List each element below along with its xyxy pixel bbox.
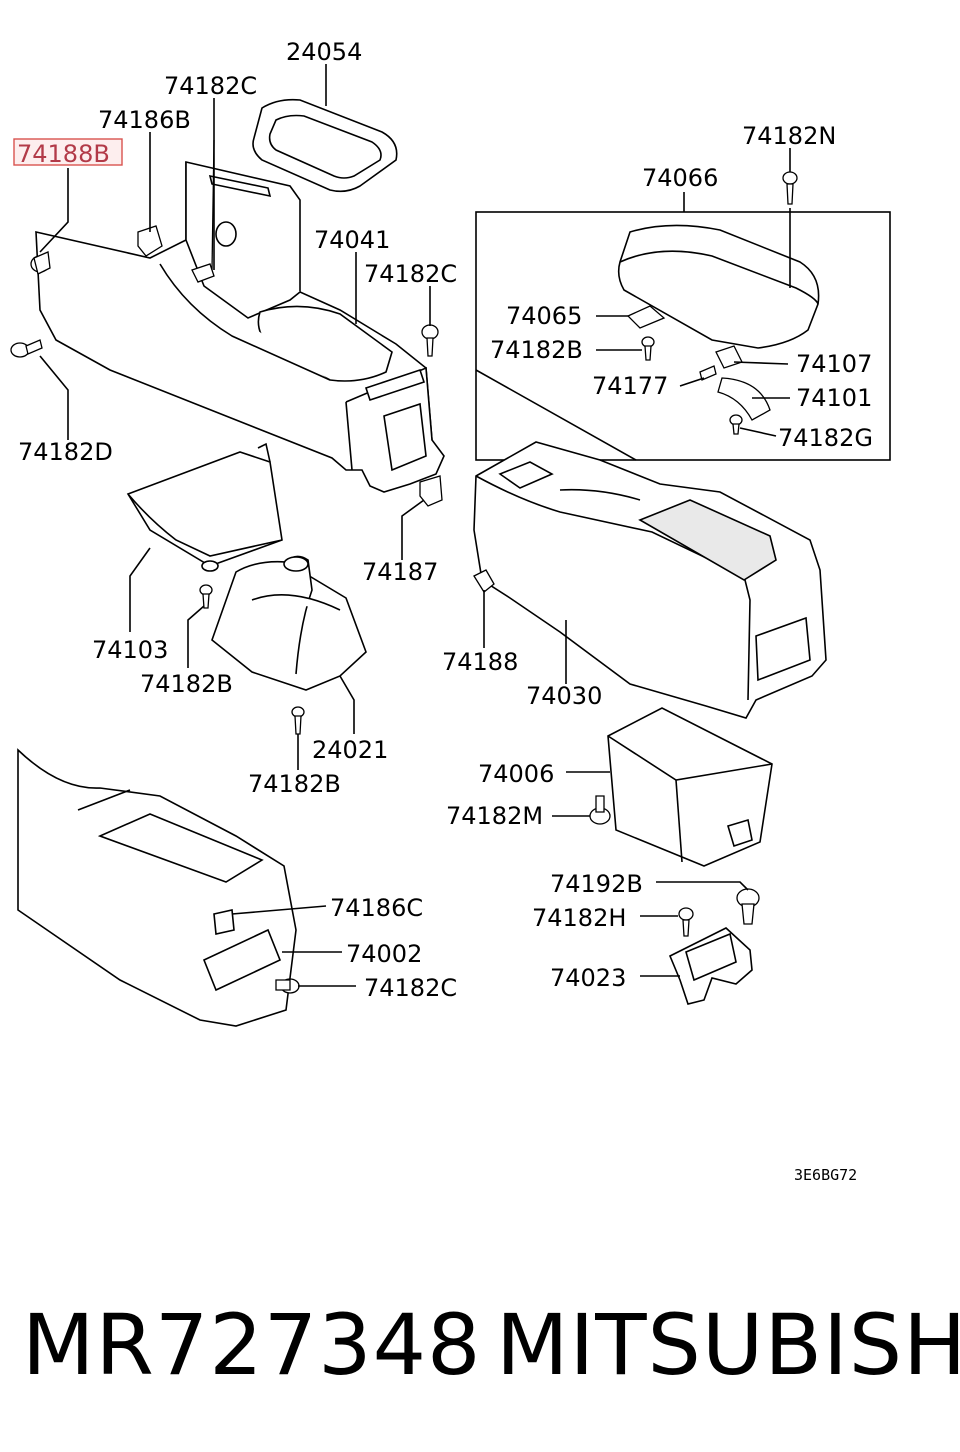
label-74103: 74103 <box>92 636 168 664</box>
label-24021: 24021 <box>312 736 388 764</box>
armrest-assembly-box <box>475 211 891 461</box>
screw-74182G-drawing <box>729 414 743 435</box>
label-74182C-mid: 74182C <box>364 260 457 288</box>
screw-74182C-mid-drawing <box>421 324 439 357</box>
box-74006-drawing <box>607 707 773 867</box>
bracket-74023-drawing <box>668 927 753 1005</box>
drawing-code: 3E6BG72 <box>794 1166 857 1184</box>
tray-74103-drawing <box>126 442 283 572</box>
latch-74101-drawing <box>717 377 771 421</box>
label-74065: 74065 <box>506 302 582 330</box>
label-74182N: 74182N <box>742 122 836 150</box>
label-74002: 74002 <box>346 940 422 968</box>
label-74101: 74101 <box>796 384 872 412</box>
shift-boot-24021-drawing <box>211 555 367 691</box>
label-74186B: 74186B <box>98 106 191 134</box>
screw-74182B-tray-drawing <box>199 584 213 609</box>
label-74182H: 74182H <box>532 904 626 932</box>
clip-74186B-drawing <box>137 225 163 257</box>
part-number: MR727348 <box>22 1296 482 1394</box>
label-74188: 74188 <box>442 648 518 676</box>
hinge-74107-drawing <box>715 345 743 369</box>
label-74066: 74066 <box>642 164 718 192</box>
screw-74182M-drawing <box>589 795 611 825</box>
screw-74182N-drawing <box>782 171 798 205</box>
clip-74065-drawing <box>626 305 666 329</box>
console-rear-detail-drawing <box>17 748 297 1027</box>
clip-74187-drawing <box>419 475 443 507</box>
label-74182C-low: 74182C <box>364 974 457 1002</box>
clip-74188B-drawing <box>30 251 51 275</box>
label-74182C-top: 74182C <box>164 72 257 100</box>
label-74030: 74030 <box>526 682 602 710</box>
armrest-lid-74066-drawing <box>617 224 820 349</box>
screw-74182B-lid-drawing <box>641 336 655 361</box>
label-74182D: 74182D <box>18 438 113 466</box>
label-74107: 74107 <box>796 350 872 378</box>
spring-74177-drawing <box>699 365 717 381</box>
label-24054: 24054 <box>286 38 362 66</box>
leader-lines <box>39 64 791 987</box>
screw-74182D-drawing <box>10 339 43 358</box>
label-74188B[interactable]: 74188B <box>17 140 110 168</box>
label-74182B-lid: 74182B <box>490 336 583 364</box>
shift-bezel-24054-drawing <box>252 98 398 193</box>
screw-74182H-drawing <box>678 907 694 937</box>
label-74192B: 74192B <box>550 870 643 898</box>
label-74182G: 74182G <box>778 424 873 452</box>
screw-74182C-low-drawing <box>275 978 300 994</box>
bolt-74192B-drawing <box>736 888 760 925</box>
label-74187: 74187 <box>362 558 438 586</box>
brand-name: MITSUBISHI <box>496 1296 960 1394</box>
label-74182B-tray: 74182B <box>140 670 233 698</box>
label-74006: 74006 <box>478 760 554 788</box>
label-74041: 74041 <box>314 226 390 254</box>
screw-74182B-boot-drawing <box>291 706 305 735</box>
label-74182B-boot: 74182B <box>248 770 341 798</box>
rear-console-74030-drawing <box>473 441 827 719</box>
label-74182M: 74182M <box>446 802 543 830</box>
label-74186C: 74186C <box>330 894 423 922</box>
label-74177: 74177 <box>592 372 668 400</box>
clip-74188-drawing <box>473 569 495 593</box>
label-74023: 74023 <box>550 964 626 992</box>
highlight-box <box>13 138 123 166</box>
